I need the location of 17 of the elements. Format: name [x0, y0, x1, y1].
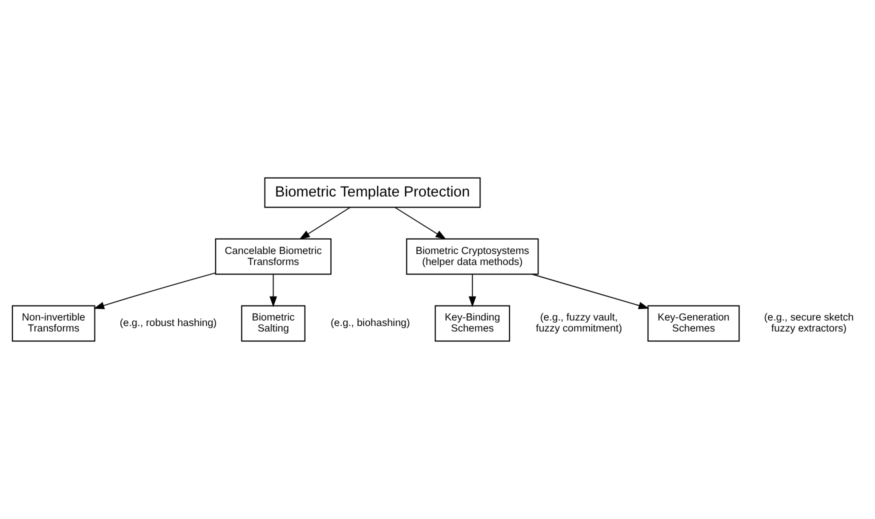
arrow: [468, 274, 476, 308]
node-label: (e.g., robust hashing): [120, 318, 217, 330]
node-label: (e.g., secure sketch fuzzy extractors): [764, 312, 854, 335]
node-box: Cancelable Biometric Transforms: [215, 238, 332, 275]
arrow: [532, 274, 650, 310]
node-box: Biometric Cryptosystems (helper data methods): [406, 238, 539, 275]
arrow: [94, 272, 216, 310]
node-label: (e.g., fuzzy vault, fuzzy commitment): [536, 312, 622, 335]
node-box: Biometric Salting: [241, 305, 306, 342]
arrow: [270, 274, 278, 308]
node-box: Key-Binding Schemes: [434, 305, 510, 342]
node-box: Non-invertible Transforms: [12, 305, 96, 342]
arrow: [394, 206, 446, 240]
node-label: (e.g., biohashing): [330, 318, 410, 330]
node-box: Key-Generation Schemes: [647, 305, 740, 342]
node-box: Biometric Template Protection: [264, 177, 481, 208]
arrow: [299, 206, 351, 240]
